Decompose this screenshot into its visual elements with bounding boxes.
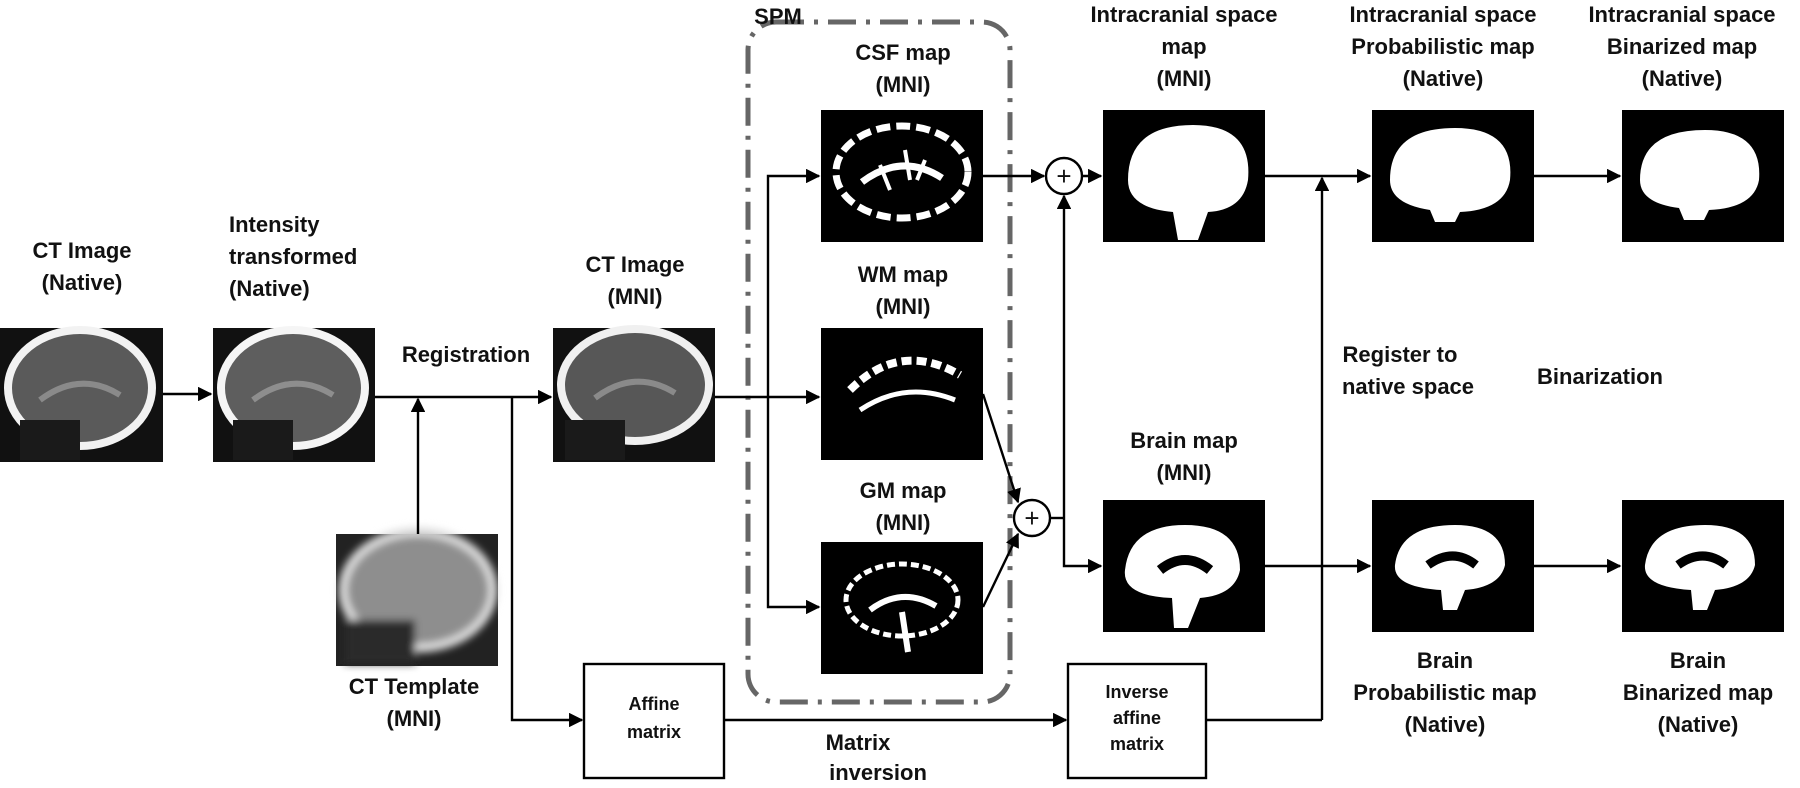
gm-label-1: GM map (860, 478, 947, 503)
ic-prob-label-3: (Native) (1403, 66, 1484, 91)
brain-mni-label-2: (MNI) (1157, 460, 1212, 485)
ic-prob-label-1: Intracranial space (1349, 2, 1536, 27)
ct-template-image (336, 527, 498, 666)
wm-map-image (821, 328, 983, 460)
ct-template-label-1: CT Template (349, 674, 479, 699)
csf-label-1: CSF map (855, 40, 950, 65)
intensity-transformed-image (213, 326, 375, 462)
intracranial-probabilistic-image (1372, 110, 1534, 242)
affine-matrix-box (582, 662, 726, 780)
ic-bin-label-3: (Native) (1642, 66, 1723, 91)
brain-prob-label-2: Probabilistic map (1353, 680, 1536, 705)
affine-matrix-label-2: matrix (627, 722, 681, 742)
csf-map-image (821, 110, 983, 242)
wm-label-1: WM map (858, 262, 948, 287)
brain-prob-label-3: (Native) (1405, 712, 1486, 737)
brain-mni-image (1103, 500, 1265, 632)
ct-native-label-1: CT Image (32, 238, 131, 263)
intracranial-binarized-image (1622, 110, 1784, 242)
spm-group-border (745, 19, 1013, 705)
ic-bin-label-1: Intracranial space (1588, 2, 1775, 27)
ic-mni-label-3: (MNI) (1157, 66, 1212, 91)
brain-bin-label-3: (Native) (1658, 712, 1739, 737)
brain-probabilistic-image (1372, 500, 1534, 632)
register-native-label-1: Register to (1343, 342, 1458, 367)
brain-bin-label-1: Brain (1670, 648, 1726, 673)
intensity-label-1: Intensity (229, 212, 320, 237)
inverse-label-1: Inverse (1105, 682, 1168, 702)
ct-mni-image (553, 325, 715, 462)
edge-wm-to-sum (981, 393, 1021, 504)
ic-bin-label-2: Binarized map (1607, 34, 1757, 59)
ic-mni-label-1: Intracranial space (1090, 2, 1277, 27)
ct-mni-label-2: (MNI) (608, 284, 663, 309)
sum-operator-top-symbol: + (1056, 161, 1071, 191)
edge-to-csf (766, 168, 821, 397)
brain-mni-label-1: Brain map (1130, 428, 1238, 453)
affine-matrix-label-1: Affine (629, 694, 680, 714)
ic-prob-label-2: Probabilistic map (1351, 34, 1534, 59)
registration-label: Registration (402, 342, 530, 367)
brain-binarized-image (1622, 500, 1784, 632)
intensity-label-3: (Native) (229, 276, 310, 301)
matrix-inversion-label-2: inversion (829, 760, 927, 785)
ct-mni-label-1: CT Image (585, 252, 684, 277)
intensity-label-2: transformed (229, 244, 357, 269)
gm-label-2: (MNI) (876, 510, 931, 535)
binarization-label: Binarization (1537, 364, 1663, 389)
edge-sum-to-brain (1062, 518, 1103, 574)
sum-operator-bottom-symbol: + (1024, 503, 1039, 533)
ic-mni-label-2: map (1161, 34, 1206, 59)
gm-map-image (821, 542, 983, 674)
edge-gm-to-sum (981, 532, 1020, 608)
intracranial-mni-image (1103, 110, 1265, 242)
matrix-inversion-label-1: Matrix (826, 730, 892, 755)
wm-label-2: (MNI) (876, 294, 931, 319)
brain-bin-label-2: Binarized map (1623, 680, 1773, 705)
ct-native-label-2: (Native) (42, 270, 123, 295)
brain-prob-label-1: Brain (1417, 648, 1473, 673)
spm-label: SPM (754, 4, 802, 29)
ct-native-image (0, 326, 163, 462)
ct-template-label-2: (MNI) (387, 706, 442, 731)
register-native-label-2: native space (1342, 374, 1474, 399)
inverse-affine-matrix-box (1066, 662, 1208, 780)
edge-to-gm (766, 397, 821, 615)
inverse-label-3: matrix (1110, 734, 1164, 754)
inverse-label-2: affine (1113, 708, 1161, 728)
csf-label-2: (MNI) (876, 72, 931, 97)
edge-to-affine (510, 397, 584, 728)
